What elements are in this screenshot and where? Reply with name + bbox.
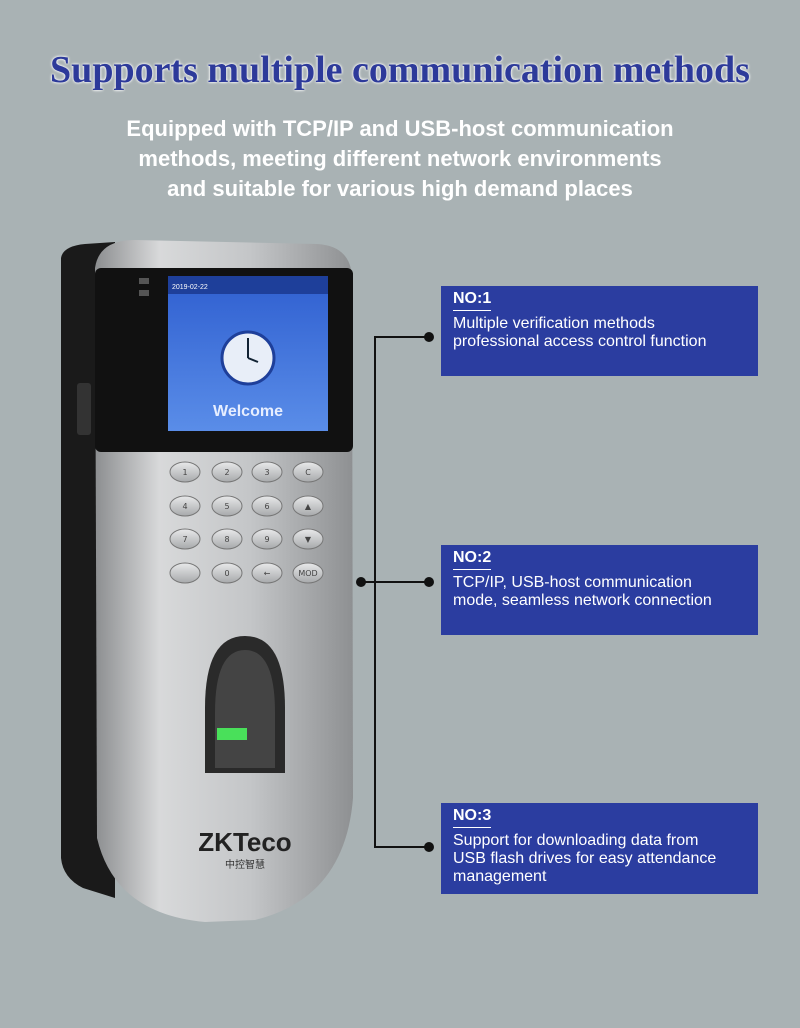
feature-text-line: management — [453, 868, 547, 885]
feature-text-line: Support for downloading data from — [453, 832, 699, 849]
feature-box-3: NO:3 Support for downloading data from U… — [441, 803, 758, 894]
keypad-key-label: 6 — [264, 502, 269, 511]
keypad-key — [169, 461, 201, 483]
keypad-key-label: 0 — [224, 569, 229, 578]
keypad-key-label: 7 — [182, 535, 187, 544]
brand-subtitle: 中控智慧 — [225, 858, 265, 871]
feature-box-1: NO:1 Multiple verification methods profe… — [441, 286, 758, 376]
keypad-key — [251, 562, 283, 584]
screen-welcome: Welcome — [213, 403, 283, 420]
keypad-key — [211, 495, 243, 517]
keypad-key — [169, 562, 201, 584]
subtitle-line: Equipped with TCP/IP and USB-host commun… — [126, 116, 674, 141]
keypad-key — [251, 495, 283, 517]
feature-number: NO:3 — [453, 807, 492, 828]
keypad-key-label: 5 — [224, 502, 229, 511]
connector-dot — [424, 577, 434, 587]
fingerprint-terminal-image: 2019-02-22 Welcome 1 2 3 C 4 5 6 ▲ 7 8 9 ▼ 0 ← MOD ZKT… — [61, 240, 353, 922]
keypad-key-label: 2 — [224, 468, 229, 477]
connector-line-3 — [374, 846, 430, 848]
keypad-key-label: ▼ — [305, 535, 312, 544]
keypad-key-label: C — [305, 468, 311, 477]
keypad-key — [211, 528, 243, 550]
connector-vertical-line — [374, 336, 376, 846]
keypad-key — [169, 495, 201, 517]
feature-number: NO:2 — [453, 549, 492, 570]
connector-dot — [424, 842, 434, 852]
brand-logo: ZKTeco — [198, 827, 291, 857]
feature-text-line: USB flash drives for easy attendance — [453, 850, 717, 867]
subtitle: Equipped with TCP/IP and USB-host commun… — [0, 114, 800, 204]
keypad-key — [292, 562, 324, 584]
keypad-key — [292, 528, 324, 550]
keypad-key-label: ← — [264, 569, 271, 578]
keypad: 1 2 3 C 4 5 6 ▲ 7 8 9 ▼ 0 ← MOD — [169, 461, 324, 584]
keypad-key — [211, 562, 243, 584]
page-title: Supports multiple communication methods — [50, 49, 750, 91]
connector-line-2 — [362, 581, 430, 583]
feature-text-line: mode, seamless network connection — [453, 592, 712, 609]
keypad-key — [251, 461, 283, 483]
keypad-key — [292, 495, 324, 517]
feature-text-line: Multiple verification methods — [453, 315, 655, 332]
connector-dot — [424, 332, 434, 342]
subtitle-line: and suitable for various high demand pla… — [167, 176, 633, 201]
keypad-key-label: ▲ — [305, 502, 312, 511]
keypad-key — [292, 461, 324, 483]
keypad-key-label: 4 — [182, 502, 187, 511]
connector-line-1 — [374, 336, 430, 338]
connector-dot — [356, 577, 366, 587]
feature-text-line: professional access control function — [453, 333, 707, 350]
keypad-key — [169, 528, 201, 550]
screen-date: 2019-02-22 — [172, 284, 208, 291]
keypad-key-label: MOD — [298, 569, 317, 578]
feature-number: NO:1 — [453, 290, 492, 311]
feature-box-2: NO:2 TCP/IP, USB-host communication mode… — [441, 545, 758, 635]
keypad-key — [251, 528, 283, 550]
keypad-key — [211, 461, 243, 483]
keypad-key-label: 8 — [224, 535, 229, 544]
subtitle-line: methods, meeting different network envir… — [138, 146, 662, 171]
keypad-key-label: 3 — [264, 468, 269, 477]
keypad-key-label: 1 — [182, 468, 187, 477]
feature-text-line: TCP/IP, USB-host communication — [453, 574, 692, 591]
keypad-key-label: 9 — [264, 535, 269, 544]
